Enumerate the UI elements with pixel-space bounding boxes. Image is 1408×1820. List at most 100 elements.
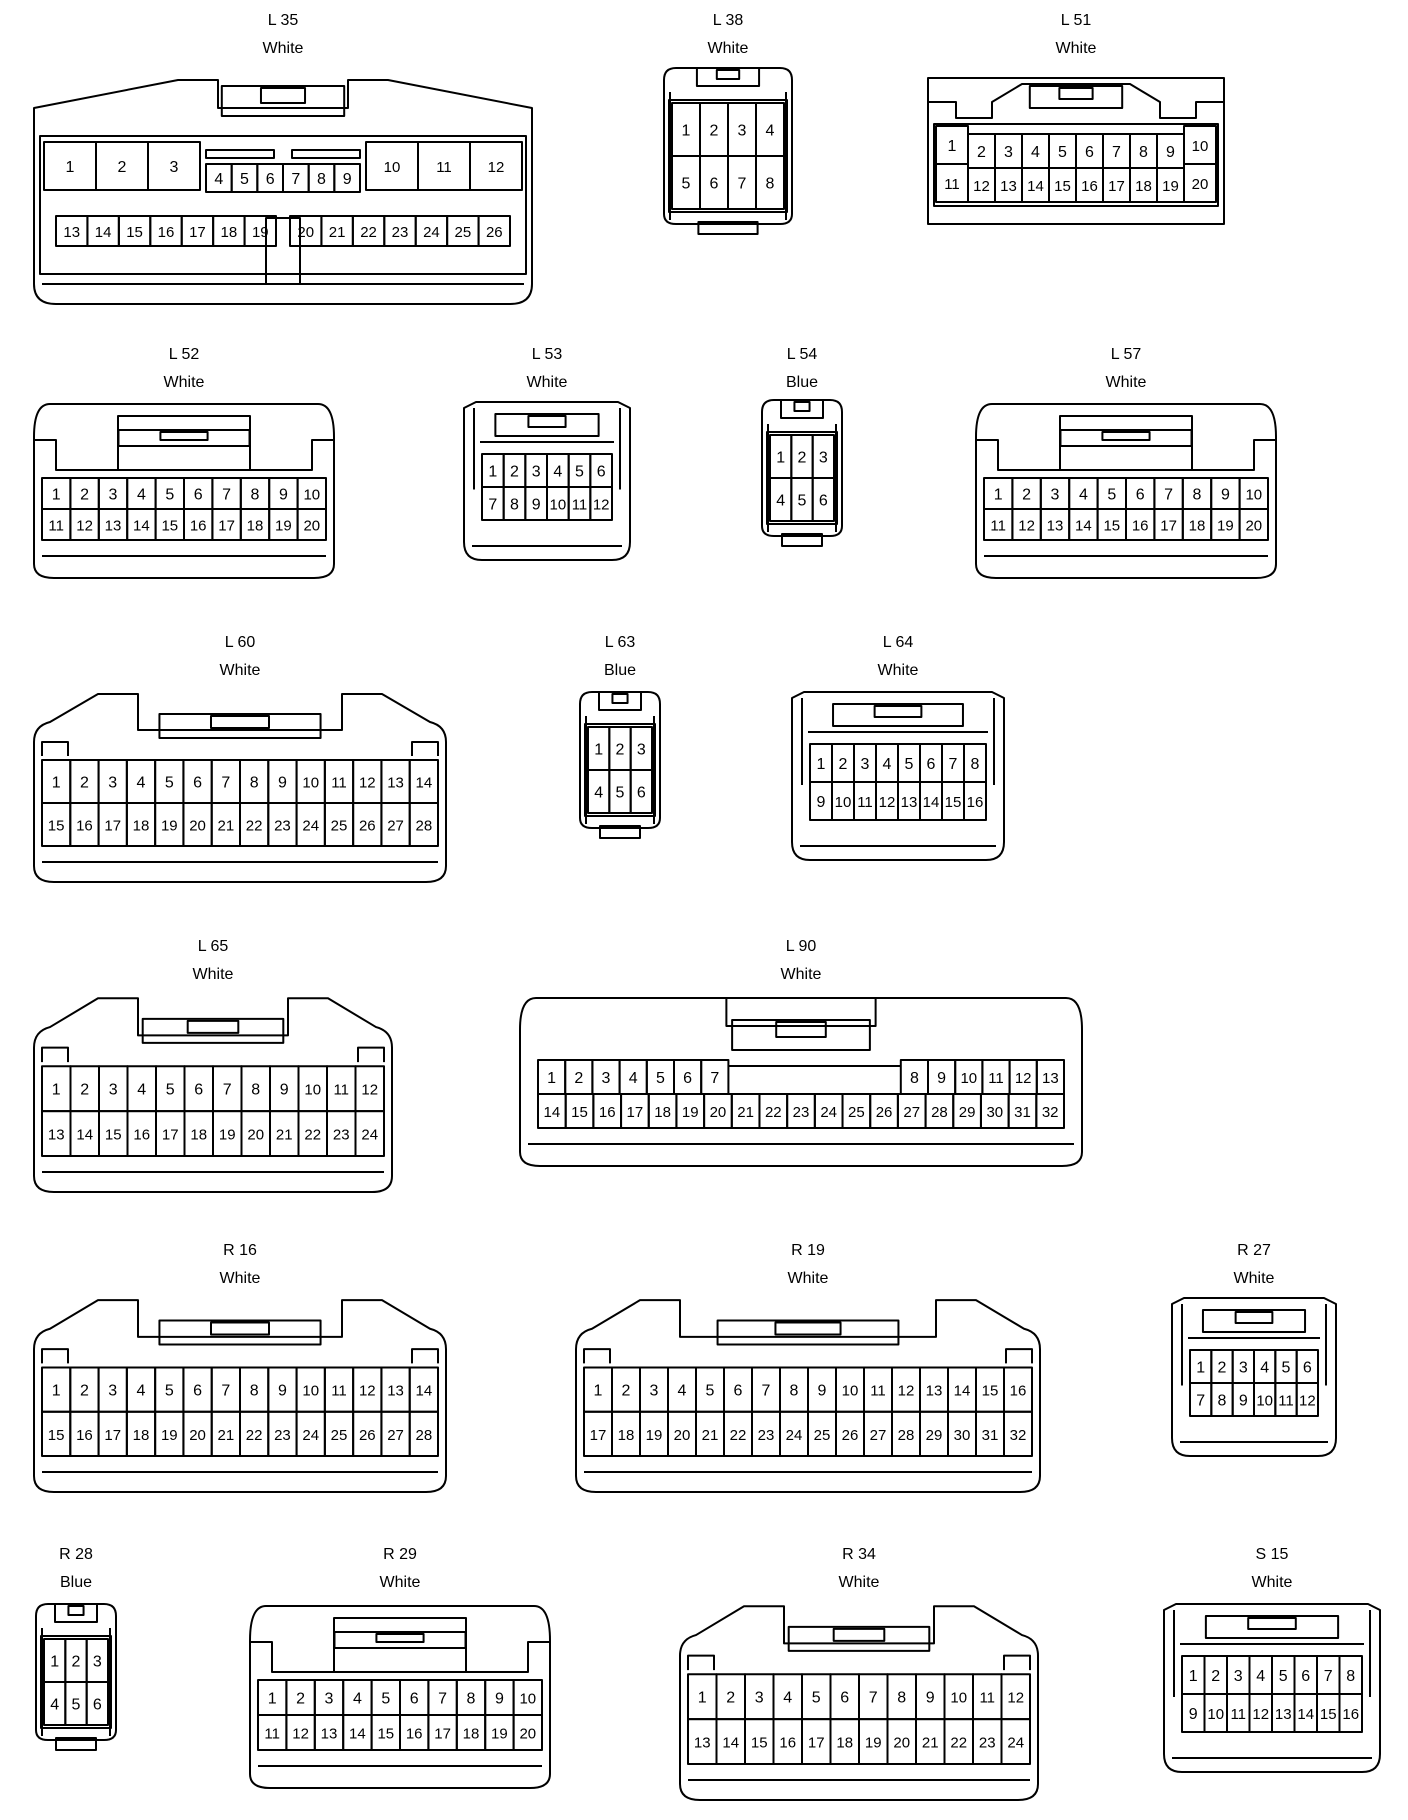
terminal-number: 16 <box>190 518 207 535</box>
terminal-number: 31 <box>1014 1104 1031 1121</box>
housing-outline <box>33 403 335 579</box>
terminal-number: 17 <box>189 224 206 241</box>
terminal-number: 17 <box>162 1127 179 1144</box>
connector-color: White <box>707 40 749 57</box>
terminal-number: 7 <box>488 497 497 514</box>
terminal-number: 3 <box>602 1070 611 1087</box>
terminal-number: 17 <box>808 1735 825 1752</box>
connector-color: White <box>787 1270 829 1287</box>
terminal-number: 12 <box>879 794 896 811</box>
terminal-number: 27 <box>870 1427 887 1444</box>
terminal-number: 8 <box>510 497 519 514</box>
terminal-number: 14 <box>1075 518 1092 535</box>
connector-color: White <box>192 966 234 983</box>
latch <box>781 533 823 547</box>
terminal-number: 20 <box>519 1726 536 1743</box>
terminal-number: 5 <box>575 464 584 481</box>
terminal-number: 11 <box>331 775 347 792</box>
terminal-number: 8 <box>250 775 259 792</box>
terminal-number: 13 <box>105 518 122 535</box>
connector-id: R 29 <box>383 1546 417 1563</box>
housing-notch <box>41 741 439 756</box>
terminal-number: 13 <box>63 224 80 241</box>
terminal-number: 14 <box>416 775 433 792</box>
terminal-number: 26 <box>359 818 376 835</box>
housing-outline <box>519 997 1083 1167</box>
terminal-number: 6 <box>193 1383 202 1400</box>
terminal-number: 13 <box>1000 178 1017 195</box>
terminal-number: 10 <box>950 1690 967 1707</box>
connector-id: L 65 <box>197 938 229 955</box>
terminal-number: 1 <box>66 159 75 176</box>
terminal-number: 12 <box>359 1383 376 1400</box>
terminal-number: 12 <box>593 497 610 514</box>
terminal-number: 15 <box>48 818 65 835</box>
terminal-number: 29 <box>959 1104 976 1121</box>
terminal-number: 20 <box>710 1104 727 1121</box>
terminal-frame <box>766 431 838 525</box>
terminal-number: 10 <box>1207 1706 1224 1723</box>
terminal-number: 7 <box>438 1691 447 1708</box>
terminal-number: 15 <box>377 1726 394 1743</box>
connector-id: L 60 <box>224 634 256 651</box>
terminal-number: 2 <box>72 1654 81 1671</box>
terminal-number: 5 <box>905 756 914 773</box>
terminal-number: 9 <box>278 775 287 792</box>
terminal-number: 15 <box>1054 178 1071 195</box>
terminal-number: 6 <box>193 775 202 792</box>
terminal-cell <box>147 141 201 191</box>
terminal-number: 18 <box>1189 518 1206 535</box>
terminal-number: 1 <box>488 464 497 481</box>
terminal-number: 23 <box>793 1104 810 1121</box>
terminal-number: 16 <box>1010 1383 1027 1400</box>
terminal-number: 9 <box>1239 1393 1248 1410</box>
terminal-number: 4 <box>50 1697 59 1714</box>
terminal-number: 22 <box>730 1427 747 1444</box>
terminal-number: 5 <box>1282 1360 1291 1377</box>
terminal-number: 24 <box>361 1127 378 1144</box>
terminal-number: 9 <box>280 1082 289 1099</box>
connector-color: Blue <box>785 374 819 391</box>
terminal-cell <box>477 215 512 247</box>
terminal-number: 14 <box>349 1726 366 1743</box>
terminal-number: 10 <box>302 775 319 792</box>
terminal-number: 8 <box>317 171 326 188</box>
terminal-number: 9 <box>817 794 826 811</box>
latch <box>716 1319 900 1346</box>
terminal-number: 16 <box>967 794 984 811</box>
housing-outline <box>249 1605 551 1789</box>
terminal-cell <box>1238 508 1270 541</box>
terminal-number: 6 <box>410 1691 419 1708</box>
terminal-number: 28 <box>898 1427 915 1444</box>
terminal-number: 9 <box>937 1070 946 1087</box>
terminal-number: 3 <box>109 487 118 504</box>
latch <box>697 221 759 235</box>
terminal-number: 15 <box>982 1383 999 1400</box>
terminal-number: 9 <box>1166 144 1175 161</box>
latch <box>1201 1309 1307 1333</box>
latch-tab <box>375 1633 425 1643</box>
terminal-number: 15 <box>48 1427 65 1444</box>
latch <box>598 691 642 711</box>
terminal-number: 7 <box>762 1383 771 1400</box>
latch <box>780 399 824 419</box>
terminal-number: 23 <box>333 1127 350 1144</box>
terminal-number: 14 <box>76 1127 93 1144</box>
connector-color: White <box>877 662 919 679</box>
terminal-number: 5 <box>1107 487 1116 504</box>
terminal-number: 16 <box>76 818 93 835</box>
terminal-number: 3 <box>819 450 828 467</box>
terminal-number: 4 <box>883 756 892 773</box>
terminal-number: 21 <box>218 818 235 835</box>
housing-rail <box>1173 1610 1371 1697</box>
terminal-number: 2 <box>510 464 519 481</box>
terminal-number: 27 <box>903 1104 920 1121</box>
terminal-number: 1 <box>817 756 826 773</box>
terminal-number: 8 <box>897 1690 906 1707</box>
terminal-number: 15 <box>161 518 178 535</box>
housing-notch <box>41 1348 439 1364</box>
terminal-number: 8 <box>251 1082 260 1099</box>
terminal-cell <box>1035 1093 1066 1129</box>
terminal-number: 18 <box>247 518 264 535</box>
